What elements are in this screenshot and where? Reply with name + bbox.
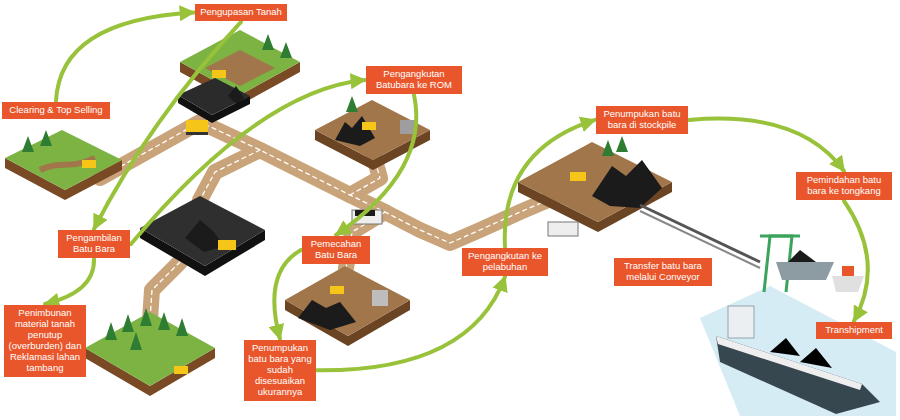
flow-arrow (844, 201, 868, 321)
step-text: Pemindahan batu bara ke tongkang (800, 175, 888, 197)
step-label: Penimbunan material tanah penutup (overb… (4, 305, 86, 377)
step-text: Transfer batu bara melalui Conveyor (618, 261, 708, 283)
step-text: Pengupasan Tanah (199, 7, 283, 18)
flow-arrow (505, 120, 595, 247)
step-label: Pengambilan Batu Bara (58, 230, 130, 258)
step-text: Penumpukan batu bara di stockpile (600, 109, 684, 131)
step-text: Penumpukan batu bara yang sudah disesuai… (248, 343, 312, 398)
tiles (5, 30, 672, 396)
step-text: Pemecahan Batu Bara (306, 239, 366, 261)
step-text: Pengangkutan ke pelabuhan (466, 251, 544, 273)
flow-arrow (94, 22, 241, 229)
step-label: Pengangkutan Batubara ke ROM (366, 66, 462, 94)
step-text: Penimbunan material tanah penutup (overb… (8, 308, 82, 374)
flow-arrow (689, 119, 844, 171)
roads (100, 122, 560, 320)
step-text: Pengangkutan Batubara ke ROM (370, 69, 458, 91)
step-text: Transhipment (820, 325, 888, 336)
flow-arrow (317, 277, 505, 370)
flow-arrow (274, 250, 301, 339)
step-label: Clearing & Top Selling (2, 102, 110, 119)
vehicles (82, 70, 586, 374)
flow-arrow (336, 95, 416, 235)
step-label: Transhipment (816, 322, 892, 339)
step-text: Clearing & Top Selling (6, 105, 106, 116)
step-label: Pemecahan Batu Bara (302, 236, 370, 264)
step-label: Pemindahan batu bara ke tongkang (796, 172, 892, 200)
step-label: Penumpukan batu bara yang sudah disesuai… (244, 340, 316, 401)
step-label: Pengangkutan ke pelabuhan (462, 248, 548, 276)
port (640, 205, 880, 414)
step-label: Transfer batu bara melalui Conveyor (614, 258, 712, 286)
step-label: Pengupasan Tanah (195, 4, 287, 21)
flow-arrow (45, 259, 94, 304)
flow-arrow (56, 12, 194, 101)
step-label: Penumpukan batu bara di stockpile (596, 106, 688, 134)
flow-arrow (131, 80, 365, 244)
step-text: Pengambilan Batu Bara (62, 233, 126, 255)
water (700, 286, 896, 416)
